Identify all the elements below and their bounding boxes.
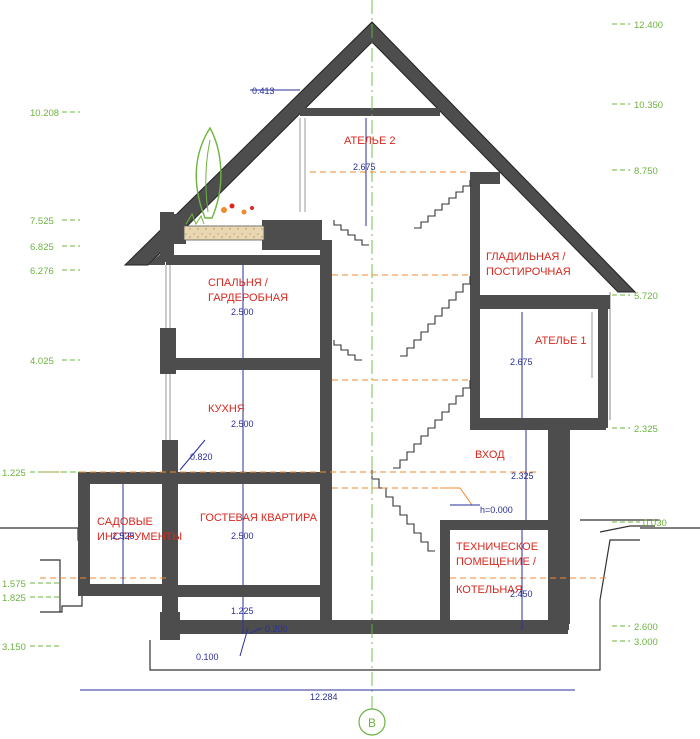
room-garden-line1: САДОВЫЕ	[97, 516, 153, 528]
level-right-3: 8.750	[634, 166, 658, 177]
level-right-1: 12.400	[634, 20, 663, 31]
level-lines	[40, 171, 610, 579]
level-left-5: 4.025	[30, 356, 54, 367]
level-right-6: 0.030	[643, 518, 667, 529]
dim-0820: 0.820	[190, 452, 213, 462]
entrance-level-marker	[440, 487, 478, 506]
room-guest: ГОСТЕВАЯ КВАРТИРА	[200, 512, 318, 524]
room-ironing-line2: ПОСТИРОЧНАЯ	[486, 266, 571, 278]
dim-atelier2: 2.675	[353, 162, 376, 172]
room-labels: АТЕЛЬЕ 2 ГЛАДИЛЬНАЯ / ПОСТИРОЧНАЯ СПАЛЬН…	[97, 135, 586, 596]
level-left-4: 6.276	[30, 266, 54, 277]
level-left-2: 7.525	[30, 216, 54, 227]
room-atelier1: АТЕЛЬЕ 1	[535, 335, 586, 347]
level-left-7: 1.575	[2, 579, 26, 590]
dim-0100: 0.100	[196, 652, 219, 662]
dim-0200: 0.200	[265, 624, 288, 634]
room-bedroom-line2: ГАРДЕРОБНАЯ	[208, 292, 288, 304]
dim-bedroom: 2.500	[231, 307, 254, 317]
level-left-8: 1.825	[2, 593, 26, 604]
ground-terrain	[0, 519, 700, 671]
dim-kitchen: 2.500	[231, 419, 254, 429]
dim-garden: 2.525	[112, 531, 135, 541]
dim-entrance: 2.325	[511, 471, 534, 481]
walls	[78, 172, 610, 640]
room-tech-line2: ПОМЕЩЕНИЕ /	[456, 556, 537, 568]
level-left-1: 10.208	[30, 108, 59, 119]
room-bedroom-line1: СПАЛЬНЯ /	[208, 277, 269, 289]
dim-tech: 2.450	[510, 589, 533, 599]
room-kitchen: КУХНЯ	[208, 403, 245, 415]
dim-h0: h=0.000	[480, 505, 513, 515]
roof-terrace	[183, 126, 265, 241]
level-left-3: 6.825	[30, 242, 54, 253]
dim-0413: 0.413	[252, 86, 275, 96]
level-left-9: 3.150	[2, 642, 26, 653]
room-atelier2: АТЕЛЬЕ 2	[344, 135, 395, 147]
room-ironing-line1: ГЛАДИЛЬНАЯ /	[486, 251, 566, 263]
level-right-2: 10.350	[634, 100, 663, 111]
levels-right: 12.400 10.350 8.750 5.720 2.325 0.030 2.…	[634, 20, 667, 648]
level-ticks	[30, 23, 640, 647]
level-right-8: 3.000	[634, 637, 658, 648]
level-right-7: 2.600	[634, 622, 658, 633]
level-left-6: 1.225	[2, 468, 26, 479]
windows	[165, 118, 593, 440]
room-tech-line1: ТЕХНИЧЕСКОЕ	[456, 541, 538, 553]
levels-left: 10.208 7.525 6.825 6.276 4.025 1.225 1.5…	[2, 108, 59, 653]
room-garden-line2: ИНСТРУМЕНТЫ	[97, 531, 182, 543]
dim-total: 12.284	[310, 692, 338, 702]
level-right-5: 2.325	[634, 424, 658, 435]
level-right-4: 5.720	[634, 291, 658, 302]
dimension-values: 0.413 2.675 2.500 2.675 2.500 0.820 2.32…	[112, 86, 534, 702]
room-entrance: ВХОД	[475, 449, 505, 461]
axis-marker	[358, 708, 386, 736]
dim-atelier1: 2.675	[510, 357, 533, 367]
room-tech-line3: КОТЕЛЬНАЯ	[456, 584, 523, 596]
staircase	[333, 180, 471, 552]
dimension-lines	[80, 89, 575, 691]
dim-guest: 2.500	[231, 531, 254, 541]
axis-label: В	[368, 716, 376, 730]
dim-1225: 1.225	[231, 606, 254, 616]
